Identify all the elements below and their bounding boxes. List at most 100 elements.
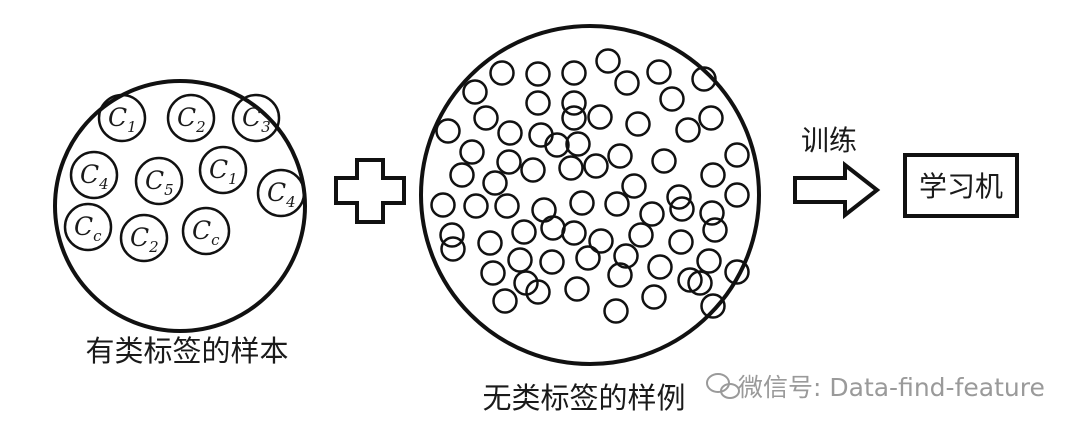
unlabeled-sample xyxy=(565,131,591,157)
unlabeled-sample xyxy=(669,196,695,222)
unlabeled-sample xyxy=(659,86,685,112)
unlabeled-sample xyxy=(724,259,750,285)
labeled-sample-label: C1 xyxy=(209,155,238,188)
unlabeled-sample xyxy=(459,139,485,165)
unlabeled-sample xyxy=(463,193,489,219)
labeled-sample-label: C4 xyxy=(267,178,296,211)
unlabeled-sample xyxy=(528,122,554,148)
unlabeled-sample xyxy=(561,90,587,116)
wechat-icon xyxy=(706,373,740,399)
labeled-sample: C3 xyxy=(231,93,281,143)
unlabeled-sample xyxy=(558,155,584,181)
labeled-set-boundary xyxy=(53,79,307,333)
unlabeled-sample xyxy=(687,270,713,296)
unlabeled-sample xyxy=(613,243,639,269)
unlabeled-sample xyxy=(724,182,750,208)
unlabeled-sample xyxy=(482,170,508,196)
unlabeled-sample xyxy=(575,245,601,271)
unlabeled-sample xyxy=(675,117,701,143)
unlabeled-sample xyxy=(651,148,677,174)
unlabeled-sample xyxy=(628,222,654,248)
unlabeled-sample xyxy=(646,59,672,85)
unlabeled-sample xyxy=(677,267,703,293)
unlabeled-sample xyxy=(724,142,750,168)
unlabeled-sample xyxy=(696,248,722,274)
labeled-sample-label: C1 xyxy=(108,103,137,136)
train-arrow: 训练 xyxy=(793,124,881,220)
unlabeled-sample xyxy=(625,111,651,137)
unlabeled-sample xyxy=(525,90,551,116)
train-arrow-label: 训练 xyxy=(801,124,857,157)
unlabeled-sample xyxy=(700,293,726,319)
labeled-sample: C1 xyxy=(97,93,147,143)
unlabeled-sample xyxy=(561,60,587,86)
unlabeled-sample xyxy=(473,105,499,131)
unlabeled-sample xyxy=(507,247,533,273)
unlabeled-sample xyxy=(520,157,546,183)
unlabeled-sample xyxy=(691,66,717,92)
unlabeled-sample xyxy=(702,217,728,243)
labeled-sample-label: C5 xyxy=(145,166,174,199)
plus-icon xyxy=(334,158,406,224)
unlabeled-sample xyxy=(588,228,614,254)
unlabeled-sample xyxy=(666,184,692,210)
unlabeled-sample xyxy=(621,173,647,199)
unlabeled-sample xyxy=(604,191,630,217)
unlabeled-sample xyxy=(641,284,667,310)
labeled-sample: Cc xyxy=(181,206,231,256)
unlabeled-sample xyxy=(583,153,609,179)
unlabeled-sample xyxy=(449,162,475,188)
right-arrow-icon xyxy=(793,160,881,220)
unlabeled-sample xyxy=(511,219,537,245)
labeled-set-caption: 有类标签的样本 xyxy=(85,334,288,368)
unlabeled-sample xyxy=(564,276,590,302)
labeled-sample: C2 xyxy=(166,93,216,143)
unlabeled-sample xyxy=(614,70,640,96)
unlabeled-sample xyxy=(561,220,587,246)
labeled-sample: C4 xyxy=(69,150,119,200)
unlabeled-sample xyxy=(647,254,673,280)
labeled-sample: C5 xyxy=(134,156,184,206)
unlabeled-sample xyxy=(496,149,522,175)
unlabeled-sample xyxy=(561,105,587,131)
unlabeled-sample xyxy=(607,262,633,288)
unlabeled-sample xyxy=(607,143,633,169)
unlabeled-sample xyxy=(525,279,551,305)
unlabeled-sample xyxy=(489,60,515,86)
unlabeled-sample xyxy=(492,288,518,314)
unlabeled-sample xyxy=(439,222,465,248)
unlabeled-sample xyxy=(539,249,565,275)
labeled-sample: C1 xyxy=(198,145,248,195)
unlabeled-sample xyxy=(430,192,456,218)
unlabeled-sample xyxy=(603,298,629,324)
unlabeled-sample xyxy=(587,104,613,130)
unlabeled-sample xyxy=(698,105,724,131)
watermark-text: 微信号: Data-find-feature xyxy=(738,373,1045,402)
unlabeled-sample xyxy=(497,120,523,146)
unlabeled-sample xyxy=(480,260,506,286)
unlabeled-samples xyxy=(430,48,750,324)
labeled-sample-label: C3 xyxy=(242,103,271,136)
labeled-sample-label: C2 xyxy=(177,103,206,136)
unlabeled-sample xyxy=(440,236,466,262)
unlabeled-sample xyxy=(569,190,595,216)
unlabeled-set: 无类标签的样例 xyxy=(419,24,761,415)
labeled-sample: Cc xyxy=(63,202,113,252)
labeled-sample-label: C4 xyxy=(80,160,109,193)
unlabeled-set-boundary xyxy=(419,24,761,366)
learner-box: 学习机 xyxy=(903,153,1019,218)
unlabeled-set-caption: 无类标签的样例 xyxy=(482,381,685,415)
unlabeled-sample xyxy=(462,79,488,105)
labeled-sample-label: Cc xyxy=(192,216,220,249)
labeled-sample-label: C2 xyxy=(130,223,159,256)
labeled-sample-label: Cc xyxy=(74,212,102,245)
unlabeled-sample xyxy=(699,200,725,226)
unlabeled-sample xyxy=(525,61,551,87)
watermark: 微信号: Data-find-feature xyxy=(706,373,1045,402)
unlabeled-sample xyxy=(477,230,503,256)
unlabeled-sample xyxy=(531,197,557,223)
unlabeled-sample xyxy=(668,229,694,255)
